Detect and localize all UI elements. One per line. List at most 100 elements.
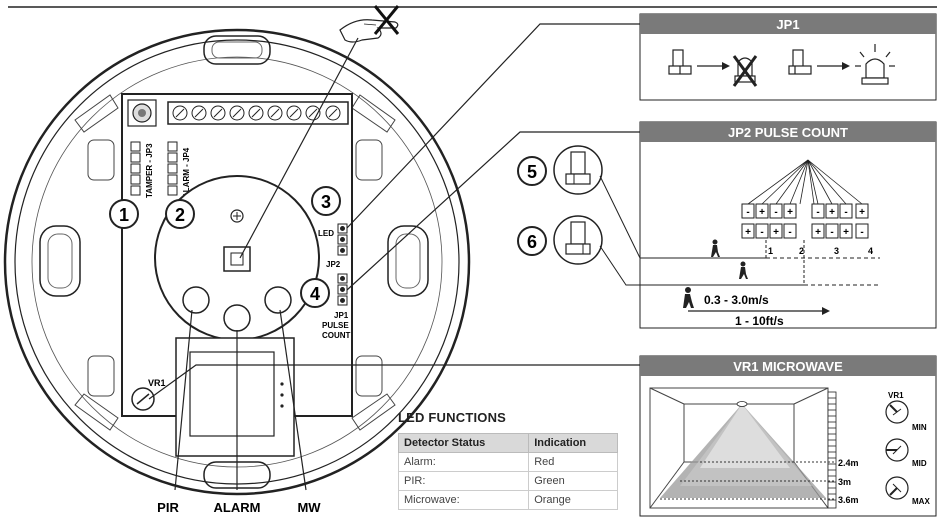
no-touch-hand-icon xyxy=(339,5,400,43)
jp1-pins xyxy=(337,273,348,306)
speed-fts: 1 - 10ft/s xyxy=(735,314,784,328)
zone-signs: - + - + - + - + + - + - + - + - xyxy=(741,203,869,239)
jp1-panel: JP1 xyxy=(639,13,937,101)
knob-min-icon xyxy=(885,400,909,424)
svg-text:3: 3 xyxy=(834,246,839,256)
svg-text:1: 1 xyxy=(119,205,129,225)
svg-text:-: - xyxy=(816,207,819,218)
table-row: Alarm: Red xyxy=(397,452,618,472)
table-row: Microwave: Orange xyxy=(397,490,618,510)
header-indication: Indication xyxy=(528,433,618,453)
svg-text:+: + xyxy=(859,207,865,218)
svg-text:3: 3 xyxy=(321,192,331,212)
svg-text:-: - xyxy=(774,207,777,218)
svg-text:4: 4 xyxy=(310,284,320,304)
jp1-panel-title: JP1 xyxy=(776,17,799,32)
table-cell: Orange xyxy=(528,490,618,510)
table-cell: Alarm: xyxy=(397,452,530,472)
table-cell: Red xyxy=(528,452,618,472)
knob-mid-icon xyxy=(885,438,909,462)
mounting-slot-right xyxy=(387,225,429,297)
label-tamper-jp3: TAMPER - JP3 xyxy=(145,143,154,198)
alarm-led xyxy=(223,304,251,332)
led-functions-table: Detector Status Indication Alarm: Red PI… xyxy=(397,433,618,510)
jp4-pins xyxy=(167,141,178,196)
mw-led xyxy=(264,286,292,314)
pointer-line xyxy=(239,37,359,259)
svg-text:-: - xyxy=(760,227,763,238)
light-off-icon xyxy=(732,55,758,87)
bottom-leaders xyxy=(174,309,307,491)
svg-text:6: 6 xyxy=(527,232,537,252)
svg-text:MAX: MAX xyxy=(912,497,930,506)
svg-text:5: 5 xyxy=(527,162,537,182)
label-jp1: JP1 xyxy=(334,311,349,320)
callout-1: 1 xyxy=(109,199,139,229)
label-pir: PIR xyxy=(157,500,179,515)
speed-ms: 0.3 - 3.0m/s xyxy=(704,293,769,307)
callout-5: 5 xyxy=(517,156,547,186)
svg-text:+: + xyxy=(787,207,793,218)
jp2-panel-title: JP2 PULSE COUNT xyxy=(728,125,848,140)
callout-2: 2 xyxy=(165,199,195,229)
svg-text:-: - xyxy=(788,227,791,238)
label-alarm-jp4: ALARM - JP4 xyxy=(182,147,191,198)
table-cell: Green xyxy=(528,471,618,491)
svg-text:-: - xyxy=(746,207,749,218)
led-functions-title: LED FUNCTIONS xyxy=(398,410,507,425)
pir-led xyxy=(182,286,210,314)
terminal-block xyxy=(167,101,349,125)
svg-text:+: + xyxy=(829,207,835,218)
label-led: LED xyxy=(318,229,334,238)
jumper-position-6-icon xyxy=(553,215,603,265)
table-cell: PIR: xyxy=(397,471,530,491)
svg-text:MID: MID xyxy=(912,459,927,468)
svg-text:+: + xyxy=(815,227,821,238)
arrow-icon-2 xyxy=(842,62,850,70)
svg-text:+: + xyxy=(759,207,765,218)
vr1-panel: VR1 MICROWAVE xyxy=(639,355,937,517)
mounting-slot-top xyxy=(203,35,271,65)
label-mw: MW xyxy=(297,500,321,515)
zone-ticks: 1 2 3 4 xyxy=(765,240,880,286)
walker-icons xyxy=(683,239,748,308)
svg-text:-: - xyxy=(860,227,863,238)
svg-text:+: + xyxy=(843,227,849,238)
callout-4: 4 xyxy=(300,278,330,308)
connector-lines xyxy=(148,23,640,400)
svg-text:1: 1 xyxy=(768,246,773,256)
vr1-knob-label: VR1 xyxy=(888,391,904,400)
callout-3: 3 xyxy=(311,186,341,216)
arrow-icon xyxy=(722,62,730,70)
label-jp2: JP2 xyxy=(326,260,341,269)
table-row: PIR: Green xyxy=(397,471,618,491)
circuit-board: TAMPER - JP3 ALARM - JP4 LED JP2 JP1 PUL… xyxy=(121,93,353,457)
svg-text:3m: 3m xyxy=(838,477,851,487)
svg-text:2.4m: 2.4m xyxy=(838,458,859,468)
svg-text:+: + xyxy=(773,227,779,238)
jp2-panel: JP2 PULSE COUNT 5 6 xyxy=(517,121,937,329)
table-cell: Microwave: xyxy=(397,490,530,510)
jumper-open-icon xyxy=(668,49,692,75)
label-alarm: ALARM xyxy=(214,500,261,515)
svg-text:MIN: MIN xyxy=(912,423,927,432)
knob-max-icon xyxy=(885,476,909,500)
mounting-slot-left xyxy=(39,225,81,297)
label-count: COUNT xyxy=(322,331,351,340)
light-on-icon xyxy=(855,44,895,85)
table-header-row: Detector Status Indication xyxy=(397,433,618,453)
svg-text:4: 4 xyxy=(868,246,873,256)
jp2-pins xyxy=(337,223,348,256)
jumper-position-5-icon xyxy=(553,145,603,195)
jp3-pins xyxy=(130,141,141,196)
svg-text:-: - xyxy=(830,227,833,238)
led-functions: LED FUNCTIONS Detector Status Indication… xyxy=(397,410,618,510)
vr1-panel-title: VR1 MICROWAVE xyxy=(733,359,843,374)
callout-6: 6 xyxy=(517,226,547,256)
height-scale: 2.4m 3m 3.6m xyxy=(660,391,859,509)
svg-text:-: - xyxy=(844,207,847,218)
svg-text:2: 2 xyxy=(175,205,185,225)
header-detector-status: Detector Status xyxy=(397,433,530,453)
coverage-zone-min xyxy=(700,404,790,468)
